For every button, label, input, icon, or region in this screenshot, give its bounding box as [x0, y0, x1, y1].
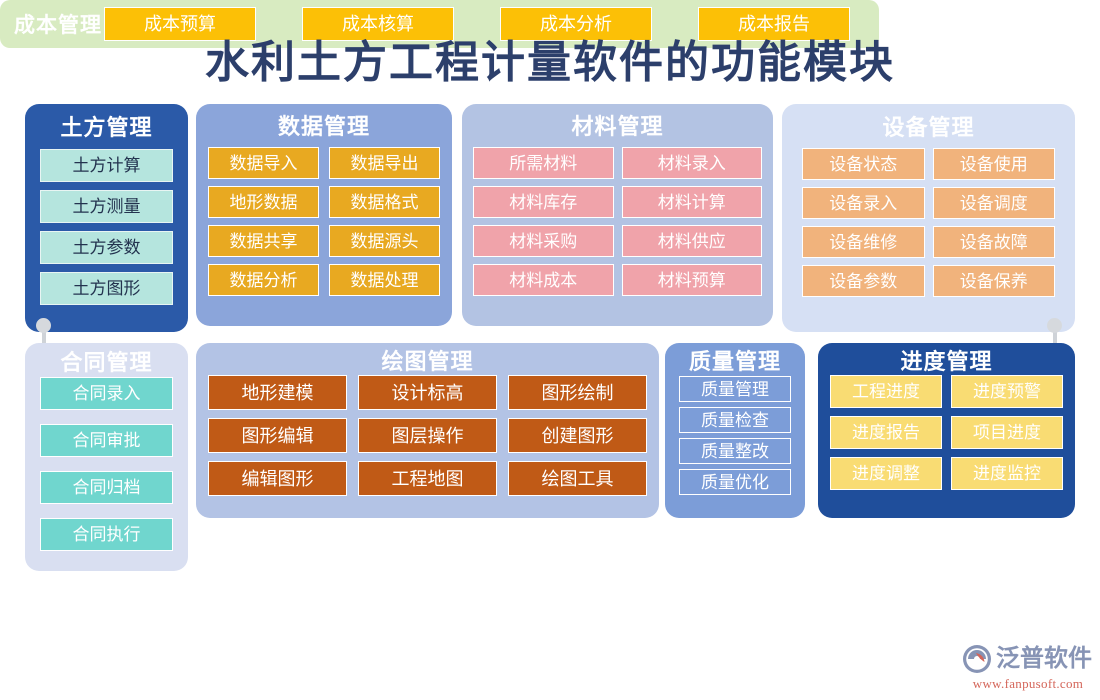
panel-drawing-management[interactable]: 绘图管理 地形建模 设计标高 图形绘制 图形编辑 图层操作 创建图形 编辑图形 …: [196, 343, 659, 518]
chip-material-purchase[interactable]: 材料采购: [473, 225, 614, 258]
chip-equipment-maintain[interactable]: 设备保养: [932, 265, 1055, 298]
chip-equipment-params[interactable]: 设备参数: [802, 265, 925, 298]
chip-item-progress[interactable]: 项目进度: [951, 416, 1063, 450]
panel-quality-title: 质量管理: [688, 349, 781, 374]
panel-data-management[interactable]: 数据管理 数据导入 数据导出 地形数据 数据格式 数据共享 数据源头 数据分析 …: [196, 104, 452, 326]
chip-drawing-tools[interactable]: 绘图工具: [508, 461, 647, 497]
chip-graphic-draw[interactable]: 图形绘制: [508, 375, 647, 411]
connector-line-right: [1053, 322, 1057, 354]
logo-website-url: www.fanpusoft.com: [972, 676, 1084, 691]
chip-material-stock[interactable]: 材料库存: [473, 186, 614, 219]
chip-progress-monitor[interactable]: 进度监控: [951, 457, 1063, 491]
panel-data-chip-grid: 数据导入 数据导出 地形数据 数据格式 数据共享 数据源头 数据分析 数据处理: [208, 147, 440, 297]
chip-material-budget[interactable]: 材料预算: [621, 264, 762, 297]
logo-company-name: 泛普软件: [996, 646, 1092, 672]
chip-equipment-dispatch[interactable]: 设备调度: [932, 187, 1055, 220]
panel-quality-management[interactable]: 质量管理 质量管理 质量检查 质量整改 质量优化: [665, 343, 805, 518]
chip-equipment-repair[interactable]: 设备维修: [802, 226, 925, 259]
chip-cost-budget[interactable]: 成本预算: [104, 7, 256, 41]
chip-equipment-usage[interactable]: 设备使用: [932, 148, 1055, 181]
fanpu-swoosh-icon: [963, 645, 991, 673]
panel-cost-chip-row: 成本预算 成本核算 成本分析 成本报告: [104, 7, 850, 41]
chip-earthwork-calc[interactable]: 土方计算: [40, 149, 173, 183]
panel-drawing-title: 绘图管理: [381, 349, 474, 374]
panel-earthwork-title: 土方管理: [60, 115, 153, 140]
panel-quality-chip-grid: 质量管理 质量检查 质量整改 质量优化: [679, 376, 791, 496]
panel-earthwork[interactable]: 土方管理 土方计算 土方测量 土方参数 土方图形: [25, 104, 188, 332]
chip-equipment-fault[interactable]: 设备故障: [932, 226, 1055, 259]
chip-data-format[interactable]: 数据格式: [329, 186, 440, 219]
panel-drawing-chip-grid: 地形建模 设计标高 图形绘制 图形编辑 图层操作 创建图形 编辑图形 工程地图 …: [208, 375, 647, 497]
brand-logo: 泛普软件 www.fanpusoft.com: [962, 644, 1094, 692]
chip-earthwork-params[interactable]: 土方参数: [40, 231, 173, 265]
chip-earthwork-survey[interactable]: 土方测量: [40, 190, 173, 224]
chip-edit-graphic[interactable]: 编辑图形: [208, 461, 347, 497]
chip-data-analysis[interactable]: 数据分析: [208, 264, 319, 297]
chip-create-graphic[interactable]: 创建图形: [508, 418, 647, 454]
panel-earthwork-chip-grid: 土方计算 土方测量 土方参数 土方图形: [40, 149, 173, 306]
chip-material-required[interactable]: 所需材料: [473, 147, 614, 180]
chip-earthwork-graphic[interactable]: 土方图形: [40, 272, 173, 306]
chip-project-progress[interactable]: 工程进度: [830, 375, 942, 409]
chip-cost-analysis[interactable]: 成本分析: [500, 7, 652, 41]
panel-material-chip-grid: 所需材料 材料录入 材料库存 材料计算 材料采购 材料供应 材料成本 材料预算: [473, 147, 762, 297]
panel-material-management[interactable]: 材料管理 所需材料 材料录入 材料库存 材料计算 材料采购 材料供应 材料成本 …: [462, 104, 773, 326]
chip-quality-optimize[interactable]: 质量优化: [679, 469, 791, 496]
panel-contract-management[interactable]: 合同管理 合同录入 合同审批 合同归档 合同执行: [25, 343, 188, 571]
chip-contract-approval[interactable]: 合同审批: [40, 424, 173, 458]
chip-data-share[interactable]: 数据共享: [208, 225, 319, 258]
chip-data-import[interactable]: 数据导入: [208, 147, 319, 180]
page-title: 水利土方工程计量软件的功能模块: [205, 38, 895, 87]
chip-layer-operation[interactable]: 图层操作: [358, 418, 497, 454]
chip-contract-execute[interactable]: 合同执行: [40, 518, 173, 552]
chip-project-map[interactable]: 工程地图: [358, 461, 497, 497]
chip-quality-inspection[interactable]: 质量检查: [679, 407, 791, 434]
logo-row: 泛普软件: [962, 644, 1094, 674]
chip-contract-entry[interactable]: 合同录入: [40, 377, 173, 411]
panel-material-title: 材料管理: [571, 114, 664, 139]
chip-terrain-data[interactable]: 地形数据: [208, 186, 319, 219]
connector-dot-left-top: [36, 318, 51, 333]
chip-design-elevation[interactable]: 设计标高: [358, 375, 497, 411]
chip-quality-rectify[interactable]: 质量整改: [679, 438, 791, 465]
panel-equipment-chip-grid: 设备状态 设备使用 设备录入 设备调度 设备维修 设备故障 设备参数 设备保养: [802, 148, 1055, 298]
chip-data-process[interactable]: 数据处理: [329, 264, 440, 297]
panel-progress-title: 进度管理: [900, 349, 993, 374]
chip-contract-archive[interactable]: 合同归档: [40, 471, 173, 505]
chip-material-entry[interactable]: 材料录入: [621, 147, 762, 180]
chip-progress-adjust[interactable]: 进度调整: [830, 457, 942, 491]
chip-material-supply[interactable]: 材料供应: [621, 225, 762, 258]
chip-equipment-status[interactable]: 设备状态: [802, 148, 925, 181]
panel-equipment-title: 设备管理: [882, 115, 975, 140]
chip-cost-report[interactable]: 成本报告: [698, 7, 850, 41]
chip-data-export[interactable]: 数据导出: [329, 147, 440, 180]
chip-graphic-edit[interactable]: 图形编辑: [208, 418, 347, 454]
panel-data-title: 数据管理: [277, 114, 370, 139]
panel-cost-title: 成本管理: [14, 13, 102, 37]
chip-material-calc[interactable]: 材料计算: [621, 186, 762, 219]
connector-dot-right-top: [1047, 318, 1062, 333]
chip-quality-management[interactable]: 质量管理: [679, 376, 791, 403]
chip-data-source[interactable]: 数据源头: [329, 225, 440, 258]
panel-progress-management[interactable]: 进度管理 工程进度 进度预警 进度报告 项目进度 进度调整 进度监控: [818, 343, 1075, 518]
connector-line-left: [42, 322, 46, 354]
chip-equipment-entry[interactable]: 设备录入: [802, 187, 925, 220]
chip-material-cost[interactable]: 材料成本: [473, 264, 614, 297]
chip-terrain-modeling[interactable]: 地形建模: [208, 375, 347, 411]
panel-progress-chip-grid: 工程进度 进度预警 进度报告 项目进度 进度调整 进度监控: [830, 375, 1063, 491]
panel-contract-chip-grid: 合同录入 合同审批 合同归档 合同执行: [40, 377, 173, 552]
panel-equipment-management[interactable]: 设备管理 设备状态 设备使用 设备录入 设备调度 设备维修 设备故障 设备参数 …: [782, 104, 1075, 332]
panel-contract-title: 合同管理: [60, 350, 153, 375]
chip-progress-report[interactable]: 进度报告: [830, 416, 942, 450]
chip-cost-accounting[interactable]: 成本核算: [302, 7, 454, 41]
panel-cost-management[interactable]: 成本管理 成本预算 成本核算 成本分析 成本报告: [0, 0, 879, 48]
chip-progress-alert[interactable]: 进度预警: [951, 375, 1063, 409]
